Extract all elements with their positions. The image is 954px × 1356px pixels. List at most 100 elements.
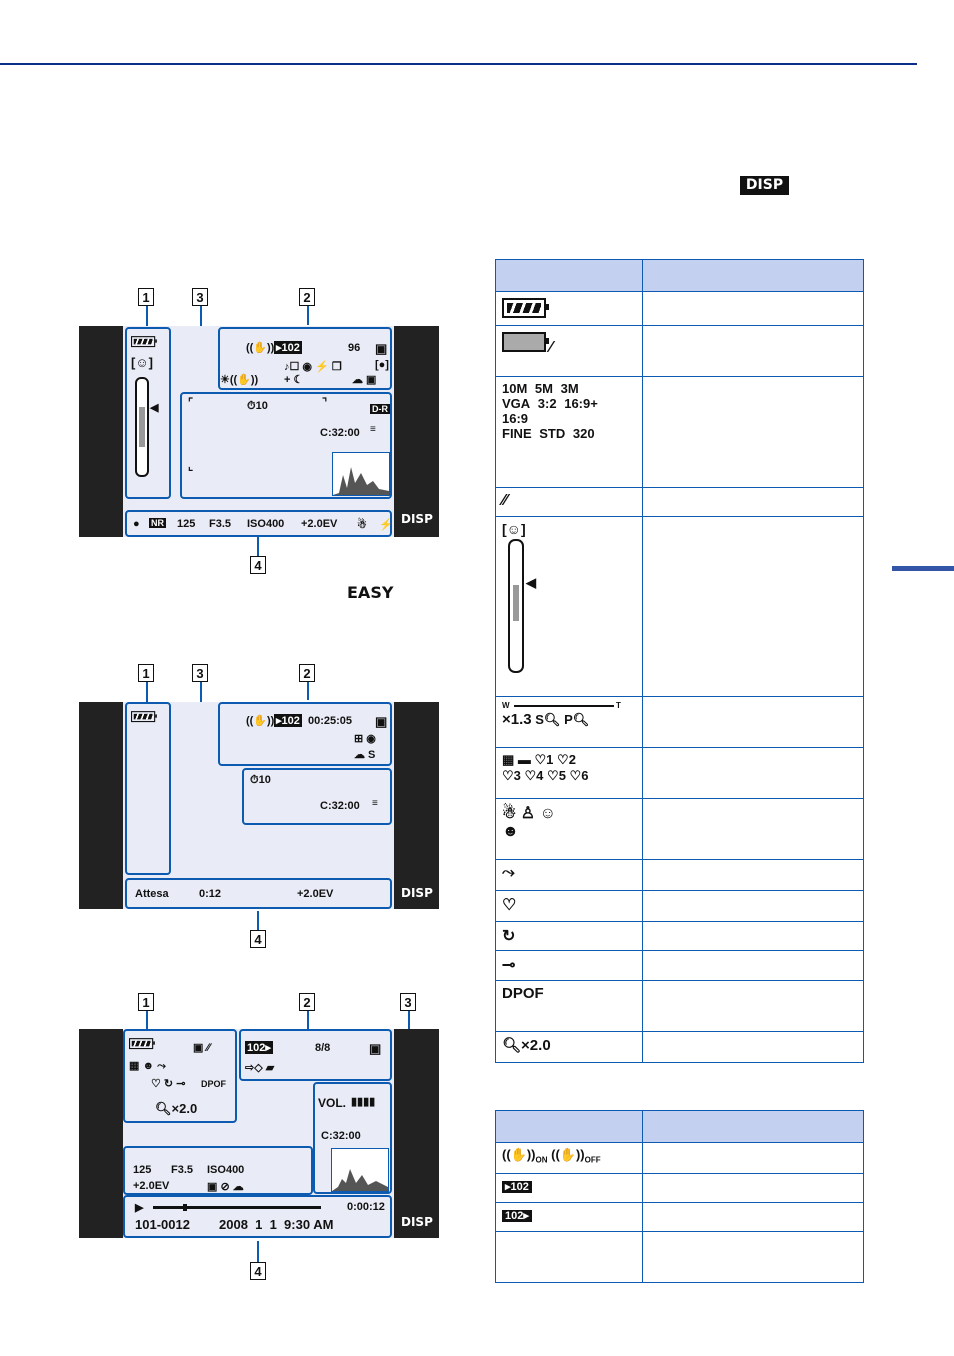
playback-progress-bar[interactable] [153, 1204, 321, 1211]
sensitivity-pointer-icon: ◀ [150, 402, 159, 414]
folder-102-icon: ▸102 [274, 714, 302, 727]
battery-icon [131, 335, 157, 350]
folder-102-icon: 102▸ [245, 1041, 273, 1054]
playback-zoom: 🔍︎×2.0 [155, 1101, 197, 1117]
steady-icon: ☀((✋)) [220, 374, 259, 386]
callout-4: 4 [250, 1262, 266, 1280]
region-3: ⏱10 C:32:00 ≡ [242, 768, 392, 825]
zoom-value: ×2.0 [171, 1101, 198, 1116]
folder-102-icon: ▸102 [274, 341, 302, 354]
callout-4: 4 [250, 556, 266, 574]
disp-label: DISP [401, 512, 433, 526]
exposure-value: +2.0EV [133, 1180, 170, 1192]
callout-3: 3 [192, 288, 208, 306]
zoom-ratio: ×1.3 [502, 711, 532, 728]
exposure-value: +2.0EV [301, 518, 338, 530]
battery-empty-icon [502, 332, 549, 352]
region-4: 125 F3.5 ISO400 +2.0EV ▣ ⊘ ☁ [123, 1146, 313, 1195]
dpof-label: DPOF [495, 980, 643, 1032]
callout-2: 2 [299, 664, 315, 682]
memory-full-icon: ≡ [372, 798, 378, 809]
memory-card-icon: ▣ [369, 1041, 382, 1056]
chapter-tab-marker [892, 566, 954, 571]
memory-card-icon: ▣ [375, 714, 388, 729]
screen-shooting-movie: ((✋)) ▸102 00:25:05 ▣ ⊞ ◉ ☁ S ⏱10 C:32:0… [79, 702, 439, 909]
landscape-icon: ☁ ▣ [352, 374, 377, 386]
size-3-2-icon: 3:2 [537, 396, 557, 411]
region-4: Attesa 0:12 +2.0EV [125, 878, 392, 909]
size-3m-icon: 3M [560, 381, 579, 396]
disp-button-badge: DISP [740, 176, 789, 195]
rotate-icon: ⤳ [495, 859, 643, 891]
region-4-bottom: ▶ 0:00:12 101-0012 2008 1 1 9:30 AM [123, 1195, 392, 1238]
steadyshot-off-icon: OFF [584, 1155, 601, 1165]
image-size-vga-icon: ▣ ∕∕ [193, 1042, 211, 1054]
magnifier-icon: 🔍︎ [155, 1101, 172, 1116]
region-1: ▣ ∕∕ ▦ ☻ ⤳ ♡ ↻ ⊸ DPOF 🔍︎×2.0 [123, 1029, 237, 1123]
disp-label: DISP [401, 1215, 433, 1229]
col-header-meaning [642, 259, 864, 292]
recording-capacity: C:32:00 [320, 800, 360, 812]
iso-value: ISO400 [207, 1164, 245, 1176]
histogram [332, 452, 390, 496]
record-dot-icon: ● [133, 518, 140, 530]
face-icon: [●] [375, 359, 389, 371]
recording-capacity: C:32:00 [320, 427, 360, 439]
exposure-value: +2.0EV [297, 888, 334, 900]
standby-label: Attesa [135, 888, 169, 900]
region-2: ((✋)) ▸102 00:25:05 ▣ ⊞ ◉ ☁ S [218, 702, 392, 766]
dpof-label: DPOF [201, 1079, 227, 1089]
callout-2: 2 [299, 288, 315, 306]
size-vga-icon: VGA [502, 396, 531, 411]
dro-icon: D-R [370, 404, 390, 414]
region-1: [☺] ◀ [125, 327, 171, 499]
quality-std-icon: STD [539, 426, 566, 441]
iso-value: ISO400 [247, 518, 285, 530]
magnifier-icon: 🔍︎ [543, 712, 561, 727]
favorite-icon: ♡ [495, 890, 643, 922]
favorite-rotate-icon: ♡ ↻ ⊸ [151, 1078, 186, 1090]
battery-full-icon [502, 298, 549, 318]
macro-night-icon: + ☾ [284, 374, 304, 386]
magnifier-icon: 🔍︎ [572, 712, 590, 727]
easy-mode-label: EASY [347, 583, 394, 602]
memory-full-icon: ≡ [370, 424, 376, 435]
indicator-table-2: ((✋))ON ((✋))OFF ▸102 102▸ [495, 1110, 864, 1283]
play-icon[interactable]: ▶ [135, 1202, 144, 1214]
smart-zoom-label: S [535, 712, 544, 727]
volume-bars-icon: ▮▮▮▮ [351, 1096, 376, 1108]
precision-zoom-label: P [564, 712, 573, 727]
nr-badge: NR [149, 518, 166, 528]
quality-320-icon: 320 [572, 426, 595, 441]
callout-3: 3 [192, 664, 208, 682]
elapsed-time: 0:12 [199, 888, 222, 900]
indicator-table-1: ∕ 10M 5M 3M VGA 3:2 16:9+ 16:9 FINE STD … [495, 259, 864, 1063]
recording-capacity: C:32:00 [321, 1130, 361, 1142]
protect-key-icon: ⊸ [495, 950, 643, 981]
aperture: F3.5 [209, 518, 232, 530]
region-2: ((✋)) ▸102 96 ▣ ♪☐ ◉ ⚡ ❐ [●] ☀((✋)) + ☾ … [218, 327, 392, 390]
col-header-icon [495, 259, 643, 292]
zoom-scale-bar: W T [502, 701, 621, 710]
image-counter: 8/8 [315, 1042, 331, 1054]
smile-detection-icon: [☺] [502, 521, 526, 537]
file-number: 101-0012 [135, 1217, 190, 1232]
face-search-icon: ☃ ♙ ☺☻ [495, 798, 643, 860]
self-timer-icon: ⏱10 [247, 400, 268, 412]
favorite-numbers: ▦ ▬ ♡1 ♡2 ♡3 ♡4 ♡5 ♡6 [495, 747, 643, 799]
movie-timecode: 00:25:05 [308, 715, 353, 727]
shutter-speed: 125 [177, 518, 196, 530]
smile-sensitivity-bar [135, 377, 149, 477]
rotation-icon: ↻ [495, 921, 643, 951]
top-rule [0, 63, 917, 65]
scene-icon: ♪☐ ◉ ⚡ ❐ [284, 361, 342, 373]
region-3: ⌜ ⌝ ⌞ ⏱10 D-R C:32:00 ≡ [180, 392, 392, 499]
quality-fine-icon: FINE [502, 426, 532, 441]
recording-datetime: 2008 1 1 9:30 AM [219, 1217, 334, 1232]
region-3: VOL. ▮▮▮▮ C:32:00 [313, 1082, 392, 1194]
steadyshot-on-icon: ON [535, 1155, 548, 1165]
size-16-9-icon: 16:9 [502, 411, 529, 426]
disp-label: DISP [401, 886, 433, 900]
change-folder-icon: ⇨◇ ▰ [245, 1062, 275, 1074]
playback-folder-icon: 102 [505, 1210, 524, 1222]
